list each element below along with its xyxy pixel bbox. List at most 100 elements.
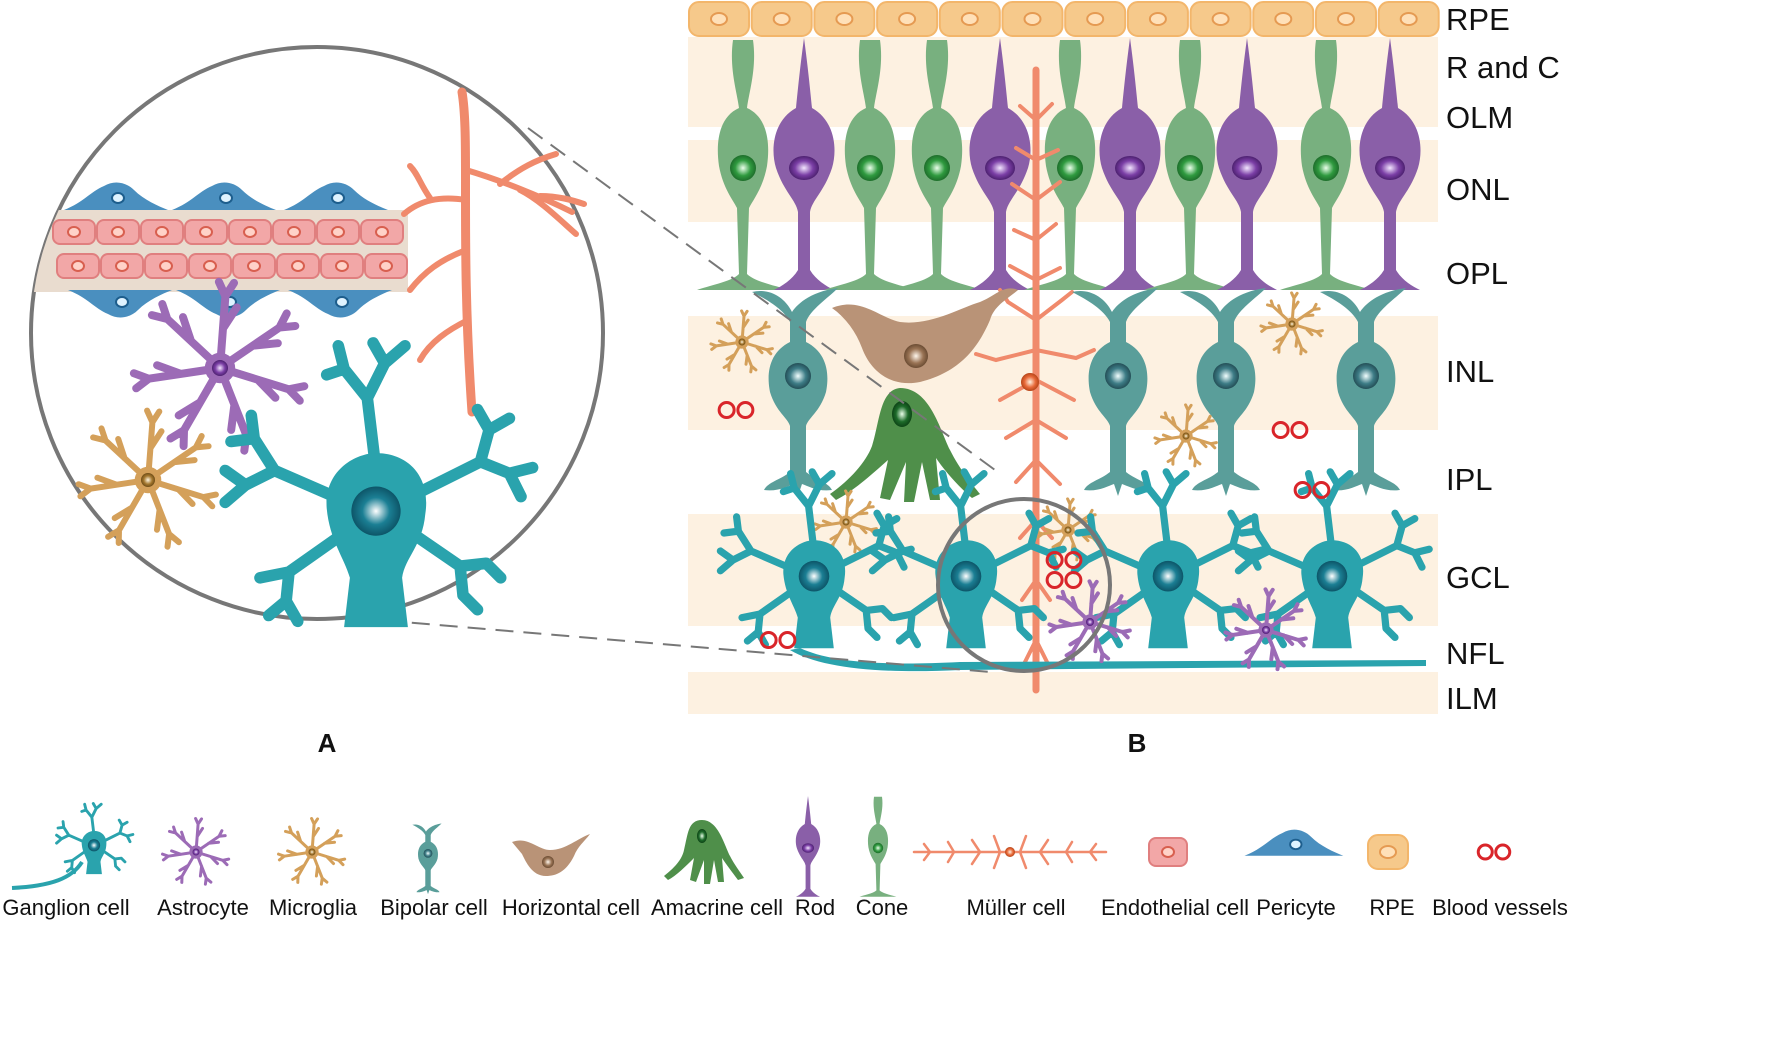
legend-item: Rod	[795, 796, 835, 920]
legend-label: Amacrine cell	[651, 895, 783, 920]
legend-label: Microglia	[269, 895, 358, 920]
microglia-icon	[277, 817, 347, 886]
legend-label: Rod	[795, 895, 835, 920]
layer-label-nfl: NFL	[1446, 636, 1505, 671]
zoom-connector-lines	[355, 127, 996, 673]
ganglion-cell	[1070, 468, 1269, 649]
rpe-cell	[1064, 1, 1127, 37]
cone-cell	[891, 40, 983, 290]
blood-vessel-pair	[1293, 481, 1331, 499]
cone-cell	[824, 40, 916, 290]
layer-label-opl: OPL	[1446, 256, 1508, 291]
ganglion-cell-row	[716, 468, 1433, 649]
astrocyte-group	[1047, 579, 1308, 672]
legend-label: Bipolar cell	[380, 895, 488, 920]
microglia-cell	[709, 309, 774, 374]
blood-vessel-group	[717, 401, 1331, 649]
rpe-cell	[1126, 1, 1189, 37]
cone-cell	[697, 40, 789, 290]
rpe-icon	[1367, 834, 1409, 870]
magnified-circle-panel	[29, 45, 605, 628]
microglia-cell	[75, 407, 219, 550]
legend-item: Blood vessels	[1432, 843, 1568, 920]
horizontal-cell	[832, 288, 1018, 384]
microglia-cell	[1259, 291, 1324, 356]
bipolar-cell	[752, 288, 838, 496]
pericyte-cell	[64, 182, 168, 210]
legend-item: Microglia	[269, 817, 358, 920]
rpe-cell	[750, 1, 813, 37]
rpe-cell	[1252, 1, 1315, 37]
cone-icon-shape	[859, 796, 897, 897]
rpe-cell	[876, 1, 939, 37]
endothelial-cell	[272, 219, 316, 245]
rpe-cell	[813, 1, 876, 37]
bipolar-cell	[1180, 288, 1266, 496]
layer-band-5	[688, 672, 1438, 714]
pericyte-cell	[172, 182, 276, 210]
endothelial-cell	[320, 253, 364, 279]
rpe-icon-shape	[1367, 834, 1409, 870]
endothelial-icon-shape	[1148, 837, 1188, 867]
astrocyte-cell	[129, 277, 309, 455]
endothelial-cell	[364, 253, 408, 279]
pericyte-icon-shape	[1244, 829, 1344, 856]
legend-item: Astrocyte	[157, 817, 249, 920]
layer-label-rpe: RPE	[1446, 2, 1510, 37]
legend-item: Endothelial cell	[1101, 837, 1249, 920]
blood-vessel-pair	[717, 401, 755, 419]
layer-label-ilm: ILM	[1446, 681, 1498, 716]
legend-label: Müller cell	[966, 895, 1065, 920]
legend-label: Astrocyte	[157, 895, 249, 920]
photoreceptor-row	[697, 38, 1421, 290]
horizontal-cell-icon	[512, 834, 590, 876]
layer-label-onl: ONL	[1446, 172, 1510, 207]
microglia-large	[75, 407, 219, 550]
endothelial-cell	[140, 219, 184, 245]
legend: Ganglion cell Astrocyte Microglia Bipolar c…	[2, 796, 1568, 920]
amacrine-cell-icon	[664, 820, 744, 884]
legend-item: Ganglion cell	[2, 802, 135, 920]
legend-item: Bipolar cell	[380, 823, 488, 920]
cone-cell	[1280, 40, 1372, 290]
endothelial-cell	[184, 219, 228, 245]
astrocyte-icon	[161, 817, 231, 886]
rpe-cell	[688, 1, 750, 37]
legend-label: Cone	[856, 895, 909, 920]
astrocyte-cell	[1223, 587, 1308, 672]
endothelial-cell	[316, 219, 360, 245]
layer-label-ipl: IPL	[1446, 462, 1493, 497]
legend-label: Pericyte	[1256, 895, 1335, 920]
bipolar-cell	[1320, 288, 1406, 496]
rod-cell	[1359, 38, 1421, 290]
legend-label: Horizontal cell	[502, 895, 640, 920]
rod-cell	[1099, 38, 1161, 290]
bipolar-icon-shape	[412, 823, 442, 895]
microglia-cell	[813, 489, 878, 554]
legend-item: Pericyte	[1244, 829, 1344, 920]
layer-label-gcl: GCL	[1446, 560, 1510, 595]
panel-label-b: B	[1128, 728, 1147, 758]
endothelial-cell	[276, 253, 320, 279]
cone-cell	[1024, 40, 1116, 290]
pericyte-icon	[1244, 829, 1344, 856]
panel-label-a: A	[318, 728, 337, 758]
endothelial-cell	[144, 253, 188, 279]
legend-label: Ganglion cell	[2, 895, 129, 920]
pericyte-cell	[68, 290, 172, 318]
rod-cell	[773, 38, 835, 290]
ganglion-cell	[868, 468, 1067, 649]
ganglion-cell-icon	[11, 802, 135, 890]
legend-label: RPE	[1369, 895, 1414, 920]
pericyte-cell	[284, 182, 388, 210]
rpe-cell	[938, 1, 1001, 37]
blood-vessel-pair	[1045, 571, 1083, 589]
zoom-region-circle	[936, 497, 1112, 673]
blood-icon-shape	[1476, 843, 1512, 861]
legend-label: Blood vessels	[1432, 895, 1568, 920]
rod-icon-shape	[795, 796, 821, 897]
blood-vessels-icon	[1476, 843, 1512, 861]
